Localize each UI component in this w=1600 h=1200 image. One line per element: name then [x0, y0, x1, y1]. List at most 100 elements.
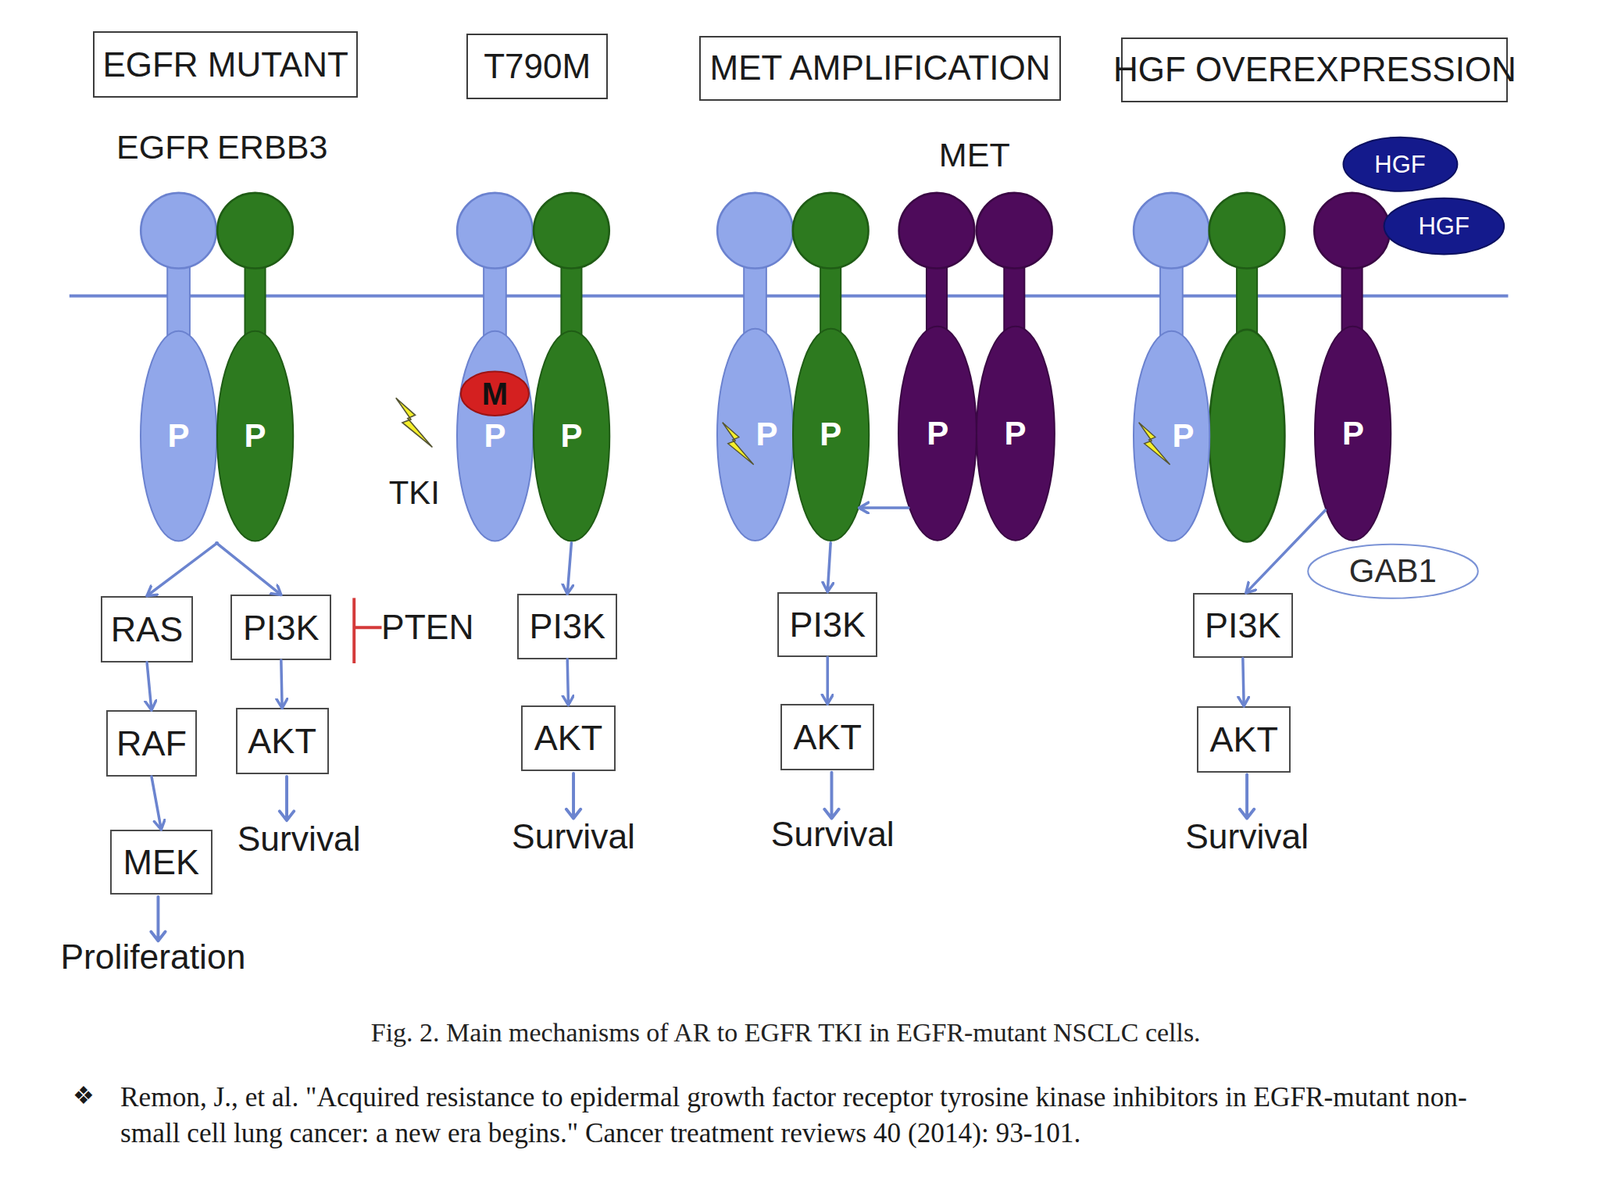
signal-arrow [146, 542, 218, 597]
node-label: HGF OVEREXPRESSION [1113, 52, 1517, 87]
node-ellipse [217, 330, 293, 541]
pathway-box: RAS [100, 596, 193, 663]
pathway-box: AKT [1196, 706, 1291, 773]
met-head [1314, 192, 1390, 269]
pathway-box: AKT [235, 707, 329, 775]
node-label: GAB1 [1349, 554, 1437, 588]
pathway-box: PI3K [777, 592, 878, 658]
pathway-box: PI3K [1192, 592, 1293, 659]
inhibition-line [353, 625, 382, 629]
egfr-kinase: P [1132, 328, 1211, 543]
node-label: P [167, 419, 190, 453]
pathway-box: MEK [110, 829, 213, 896]
node-label: P [483, 419, 506, 453]
node-label: PI3K [242, 610, 320, 646]
egfr-kinase: P [139, 328, 218, 543]
node-label: P [560, 419, 583, 453]
node-label: PI3K [789, 607, 866, 643]
egfr-head [717, 192, 793, 269]
node-ellipse [717, 328, 793, 541]
node-label: MEK [123, 844, 200, 880]
node-ellipse [457, 330, 533, 541]
survival-arrow [824, 772, 839, 819]
node-ellipse [1133, 330, 1210, 541]
met-head [899, 192, 975, 269]
met-kinase: P [975, 324, 1056, 543]
lightning-bolt [396, 397, 433, 447]
egfr-head [1133, 192, 1210, 269]
node-ellipse [1383, 198, 1504, 255]
signal-arrow [151, 776, 161, 830]
proliferation-arrow [150, 896, 165, 941]
node-label: HGF [1374, 152, 1425, 177]
pathway-box: PI3K [230, 594, 332, 661]
node-label: HGF [1417, 214, 1469, 239]
inhibition-bar [352, 597, 356, 664]
node-outline [716, 326, 794, 543]
node-label: P [244, 419, 267, 453]
inhibitor-label: PTEN [381, 610, 474, 645]
node-ellipse [1342, 137, 1458, 192]
hgf-ligand: HGF [1342, 136, 1459, 193]
hgf-ligand: HGF [1382, 197, 1506, 255]
cell-membrane [69, 294, 1509, 298]
node-label: AKT [792, 719, 862, 755]
node-label: M [482, 378, 508, 410]
node-ellipse [460, 371, 529, 416]
node-ellipse [1314, 326, 1391, 541]
pathway-box: PI3K [517, 593, 618, 660]
signal-arrow [827, 542, 831, 593]
signal-arrow [859, 506, 909, 510]
node-label: RAS [110, 611, 184, 647]
panel-header: T790M [466, 33, 609, 100]
figure-caption: Fig. 2. Main mechanisms of AR to EGFR TK… [371, 1019, 1201, 1047]
erbb3-stalk [560, 260, 582, 342]
node-label: MET AMPLIFICATION [710, 50, 1051, 86]
receptor-name: EGFR [116, 131, 211, 165]
node-label: PI3K [528, 608, 606, 644]
erbb3-head [792, 192, 869, 269]
erbb3-stalk [244, 260, 265, 342]
erbb3-head [1209, 192, 1286, 269]
node-label: P [756, 417, 779, 451]
receptor-name: MET [939, 138, 1011, 172]
t790m-mutation: M [460, 371, 530, 416]
signal-arrow [826, 657, 830, 704]
egfr-kinase: P [716, 326, 794, 543]
egfr-stalk [1160, 260, 1183, 342]
node-ellipse [792, 328, 869, 541]
met-kinase: P [897, 324, 978, 543]
node-label: P [1004, 417, 1027, 450]
pathway-box: RAF [106, 710, 197, 777]
erbb3-kinase: P [532, 328, 611, 543]
erbb3-kinase: P [216, 328, 294, 543]
egfr-kinase: PM [456, 328, 534, 543]
panel-header: HGF OVEREXPRESSION [1121, 37, 1508, 102]
outcome-label: Survival [237, 821, 361, 856]
node-label: EGFR MUTANT [102, 47, 349, 83]
panel-header: EGFR MUTANT [92, 31, 359, 98]
survival-arrow [279, 776, 294, 821]
outcome-label: Survival [771, 817, 895, 852]
node-label: P [1342, 417, 1365, 450]
survival-arrow [1239, 774, 1254, 818]
tki-bolt [396, 397, 433, 447]
signal-arrow [281, 660, 283, 708]
egfr-stalk [483, 260, 507, 342]
survival-arrow [566, 773, 581, 818]
met-head [976, 192, 1053, 269]
egfr-head [457, 192, 533, 269]
node-ellipse [533, 330, 610, 541]
outcome-label: Proliferation [60, 939, 246, 975]
node-ellipse [976, 326, 1055, 541]
receptor-name: ERBB3 [217, 131, 328, 165]
node-label: AKT [1209, 721, 1279, 758]
egfr-head [140, 192, 217, 269]
node-label: PI3K [1204, 607, 1282, 643]
outcome-arrows [150, 772, 1254, 942]
node-outline [1132, 328, 1211, 543]
signal-arrow [567, 659, 568, 706]
signal-arrow [146, 662, 152, 711]
met-kinase: P [1314, 324, 1392, 543]
